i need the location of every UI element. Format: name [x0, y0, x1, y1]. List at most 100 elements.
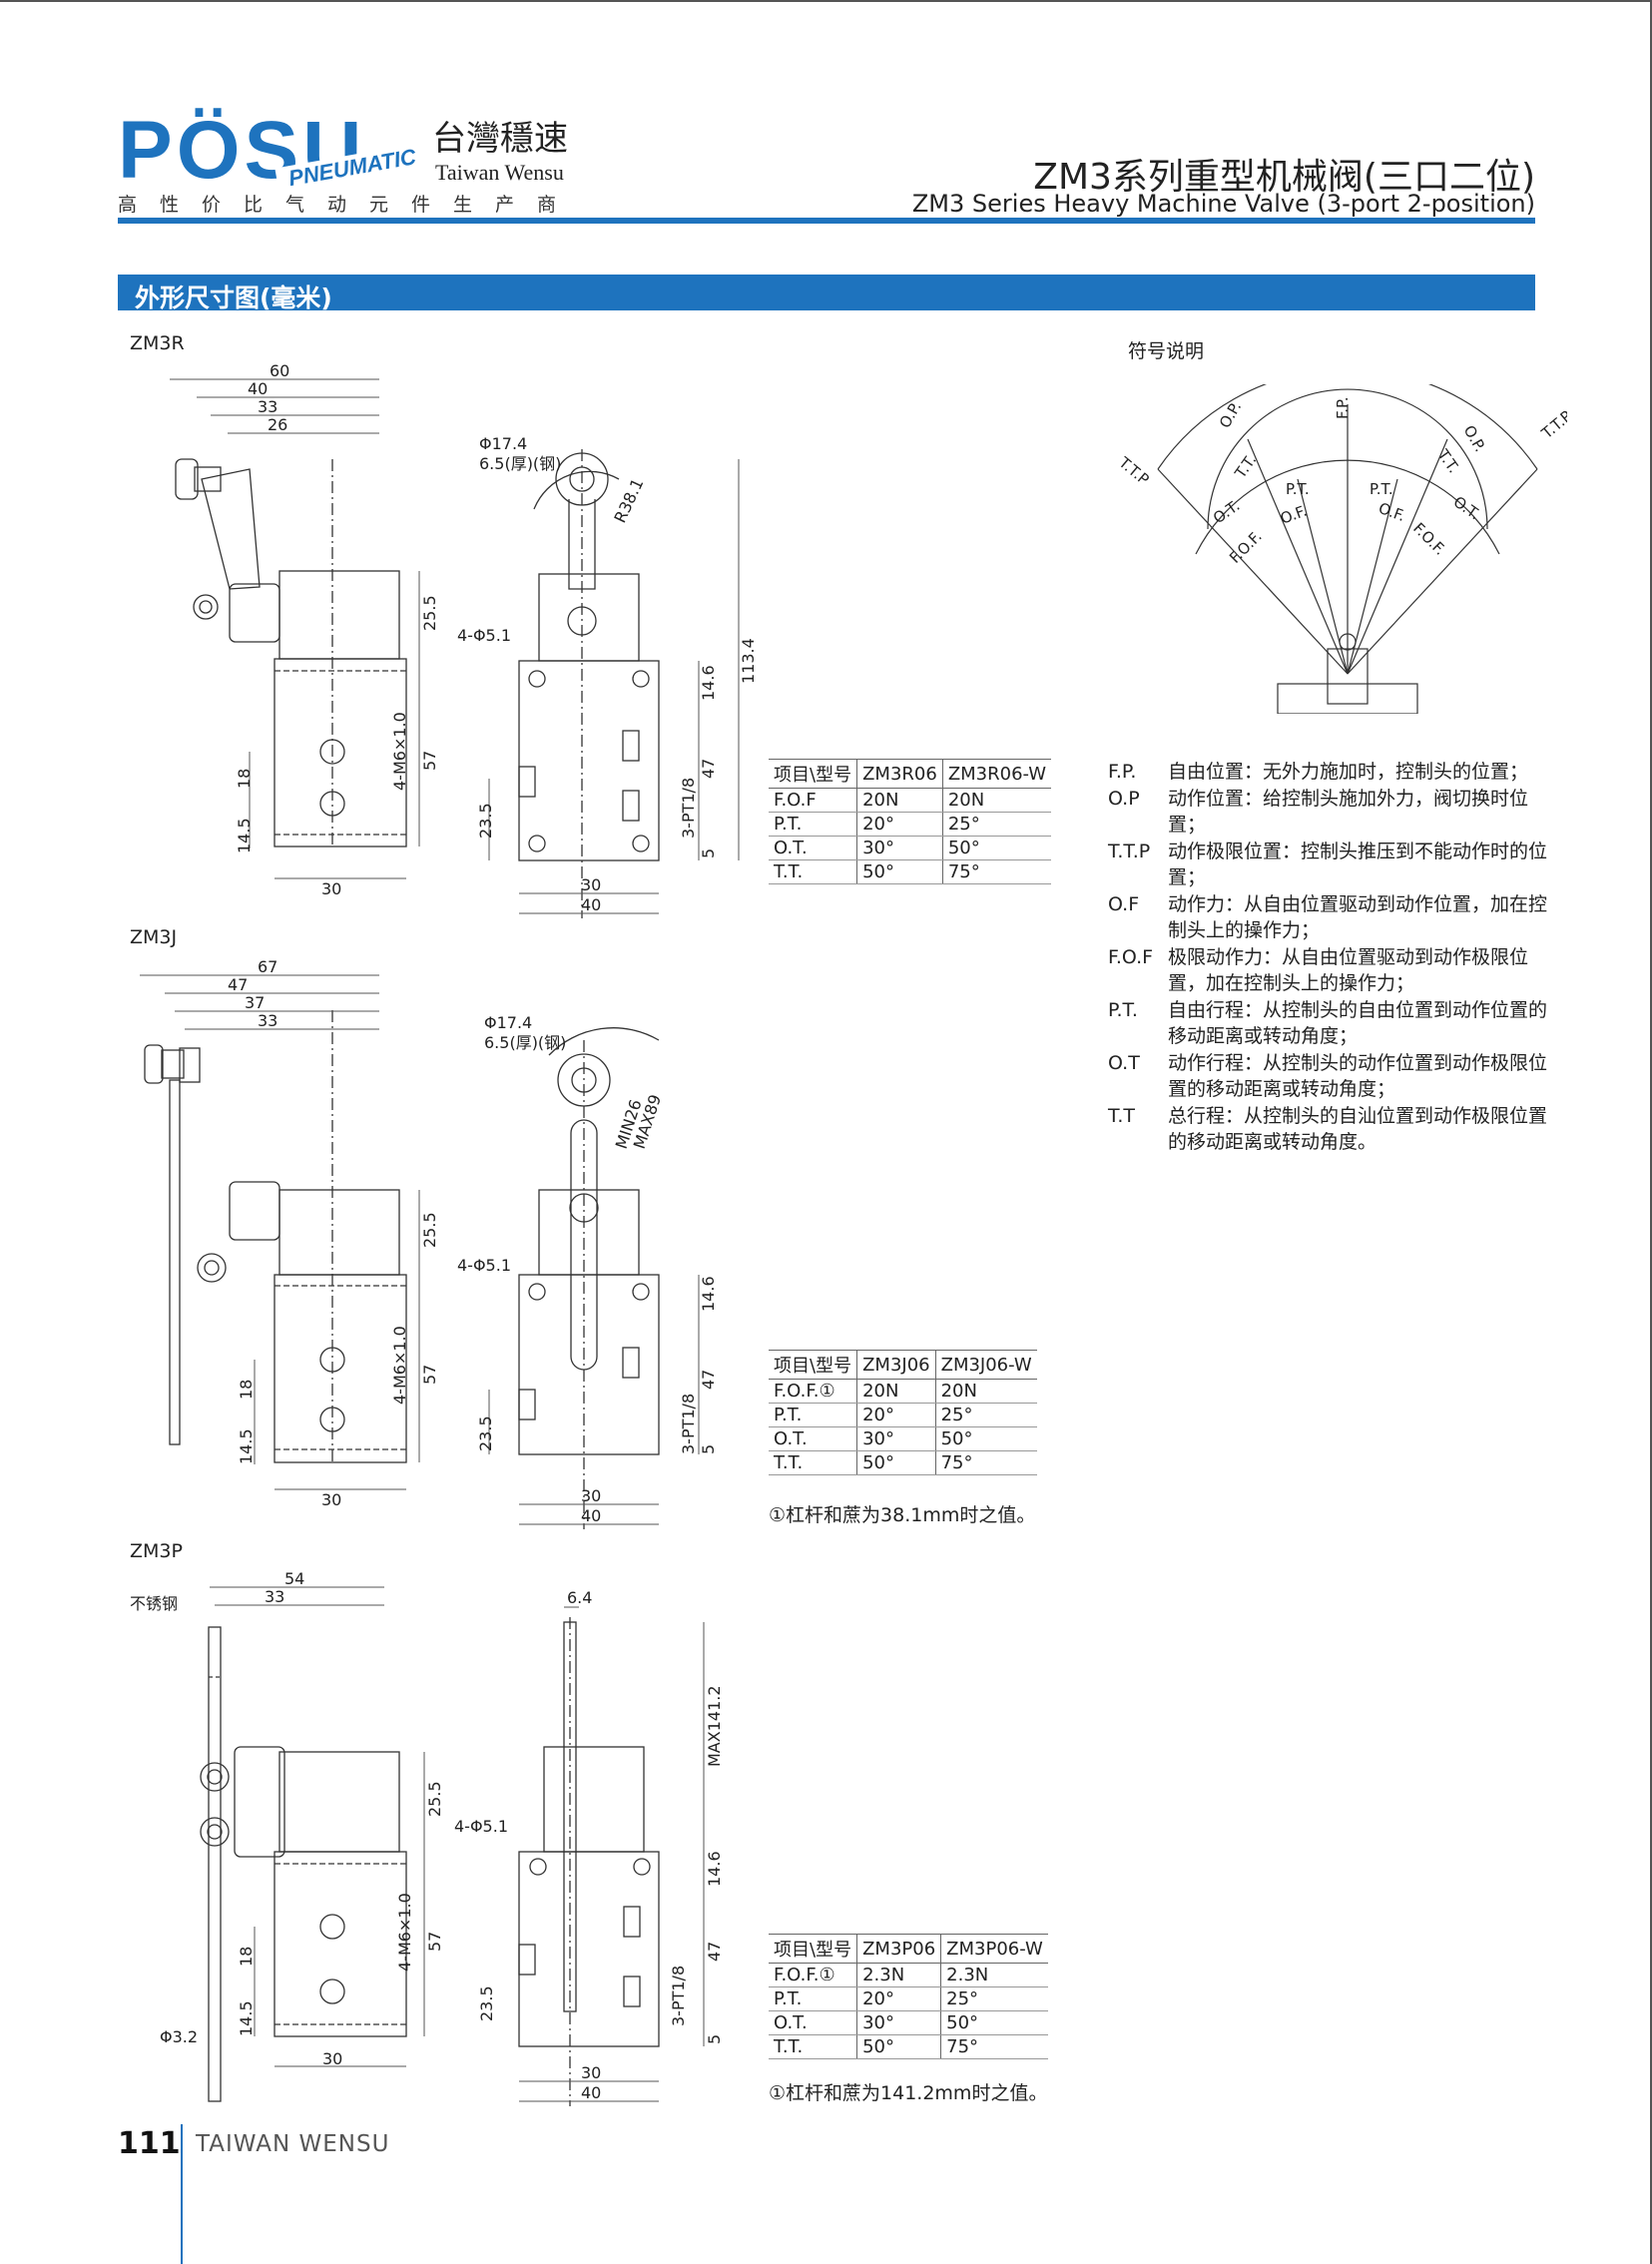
zm3r-dim-33: 33 [258, 397, 277, 416]
table-cell: O.T. [769, 1426, 857, 1451]
legend-term: F.P. [1108, 761, 1137, 783]
model-label-zm3j: ZM3J [130, 926, 178, 948]
zm3p-dim-54: 54 [284, 1569, 304, 1588]
zm3j-drawing: 67 47 37 33 25.5 4-M6×1.0 57 18 14.5 30 … [140, 957, 718, 1529]
symbol-label: F.O.F. [1409, 519, 1449, 559]
zm3r-dim-60: 60 [270, 361, 289, 380]
zm3j-dim-40-front: 40 [581, 1506, 601, 1525]
table-cell: 30° [856, 1426, 936, 1451]
zm3r-dim-30-side: 30 [321, 879, 341, 898]
legend-text: 自由位置：无外力施加时，控制头的位置； [1168, 761, 1529, 783]
table-cell: 2.3N [940, 1963, 1048, 1987]
zm3j-note: ①杠杆和蔗为38.1mm时之值。 [769, 1504, 1036, 1526]
symbol-label: P.T. [1370, 480, 1393, 498]
zm3r-dim-26: 26 [268, 415, 287, 434]
table-cell: 20° [856, 1403, 936, 1427]
table-cell: 2.3N [856, 1963, 941, 1987]
section-title: 外形尺寸图(毫米) [135, 283, 332, 312]
legend-text: 动作行程：从控制头的动作位置到动作极限位置的移动距离或转动角度； [1168, 1051, 1548, 1101]
zm3r-dim-m6: 4-M6×1.0 [390, 712, 409, 791]
legend-term: O.F [1108, 892, 1140, 915]
zm3j-dim-phi17: Φ17.4 [484, 1013, 532, 1032]
table-cell: 20N [856, 1379, 936, 1404]
table-cell: 30° [856, 836, 943, 860]
zm3j-dim-pt: 3-PT1/8 [679, 1394, 698, 1454]
table-cell: T.T. [769, 859, 857, 884]
table-header: ZM3J06 [856, 1350, 936, 1380]
zm3j-dim-18: 18 [237, 1380, 256, 1400]
brand-logo: PÖSU PNEUMATIC 台灣穩速 Taiwan Wensu [118, 100, 677, 220]
table-cell: P.T. [769, 812, 857, 837]
zm3p-drawing: 54 33 不锈钢 25.5 4-M6×1.0 57 18 14.5 Φ3.2 … [130, 1569, 724, 2106]
zm3p-dim-33: 33 [265, 1587, 284, 1606]
zm3p-dim-m6: 4-M6×1.0 [395, 1893, 414, 1972]
table-cell: 50° [856, 859, 943, 884]
zm3p-dim-14-5: 14.5 [237, 2000, 256, 2036]
zm3j-dim-67: 67 [258, 957, 277, 976]
zm3p-dim-14-6: 14.6 [705, 1851, 724, 1887]
symbol-label: O.P. [1460, 422, 1489, 455]
zm3j-dim-14-6: 14.6 [699, 1276, 718, 1312]
zm3r-dim-18: 18 [235, 769, 254, 789]
table-header: ZM3J06-W [934, 1350, 1037, 1380]
table-cell: 20N [934, 1379, 1037, 1404]
symbol-label: O.F. [1377, 499, 1407, 525]
zm3p-dim-47: 47 [705, 1942, 724, 1962]
table-cell: F.O.F.① [769, 1379, 857, 1404]
symbol-label: T.T.P [1115, 453, 1153, 489]
legend-term: T.T.P [1108, 840, 1151, 862]
zm3j-dim-25-5: 25.5 [420, 1212, 439, 1248]
frame-right [1650, 0, 1652, 2264]
zm3p-dim-pt: 3-PT1/8 [669, 1966, 688, 2026]
zm3j-dim-14-5: 14.5 [237, 1428, 256, 1464]
zm3r-dim-r38: R38.1 [610, 475, 647, 525]
table-cell: 30° [856, 2010, 941, 2035]
table-header: ZM3R06 [856, 759, 943, 789]
zm3r-dim-47: 47 [699, 759, 718, 779]
zm3r-dim-25-5: 25.5 [420, 595, 439, 631]
table-cell: P.T. [769, 1986, 857, 2011]
zm3r-dim-14-5: 14.5 [235, 818, 254, 853]
zm3j-dim-47-top: 47 [228, 975, 248, 994]
model-label-zm3p: ZM3P [130, 1540, 183, 1562]
zm3r-drawing: 60 40 33 26 25.5 4-M6×1.0 57 18 14.5 30 … [170, 361, 758, 918]
table-cell: 75° [934, 1450, 1037, 1475]
table-cell: 25° [940, 1986, 1048, 2011]
table-cell: 20° [856, 1986, 941, 2011]
footer-brand: TAIWAN WENSU [196, 2131, 390, 2157]
zm3r-dim-5: 5 [699, 849, 718, 858]
zm3p-dim-57: 57 [425, 1932, 444, 1952]
zm3p-dim-18: 18 [237, 1947, 256, 1967]
table-cell: T.T. [769, 1450, 857, 1475]
table-cell: 25° [941, 812, 1052, 837]
zm3j-dim-37: 37 [245, 993, 265, 1012]
legend-text: 动作极限位置：控制头推压到不能动作时的位置； [1168, 840, 1548, 889]
zm3j-dim-57: 57 [420, 1365, 439, 1385]
legend-term: O.P [1108, 787, 1140, 810]
legend-text: 极限动作力：从自由位置驱动到动作极限位置，加在控制头上的操作力； [1168, 945, 1529, 995]
legend-item: T.T.P 动作极限位置：控制头推压到不能动作时的位置； [1108, 839, 1547, 891]
table-cell: P.T. [769, 1403, 857, 1427]
symbol-label: F.O.F. [1226, 527, 1266, 567]
table-cell: F.O.F [769, 788, 857, 813]
zm3r-dim-40-front: 40 [581, 895, 601, 914]
section-bar [118, 275, 1535, 310]
symbol-diagram: T.T.P O.P. F.P. O.P. T.T.P. T.T. T.T. P.… [1115, 384, 1567, 714]
frame-top [0, 0, 1652, 2]
zm3p-dim-max: MAX141.2 [705, 1685, 724, 1767]
zm3j-dim-holes: 4-Φ5.1 [457, 1256, 511, 1275]
zm3r-dim-thick: 6.5(厚)(钢) [479, 454, 561, 473]
table-cell: 50° [941, 836, 1052, 860]
zm3p-dim-23-5: 23.5 [477, 1985, 496, 2021]
symbol-label: O.T. [1450, 493, 1483, 524]
zm3j-dim-30-front: 30 [581, 1486, 601, 1505]
zm3r-dim-40: 40 [248, 379, 268, 398]
legend-text: 总行程：从控制头的自汕位置到动作极限位置的移动距离或转动角度。 [1168, 1104, 1548, 1154]
legend-item: P.T.自由行程：从控制头的自由位置到动作位置的移动距离或转动角度； [1108, 997, 1547, 1050]
zm3r-dim-phi17: Φ17.4 [479, 434, 527, 453]
